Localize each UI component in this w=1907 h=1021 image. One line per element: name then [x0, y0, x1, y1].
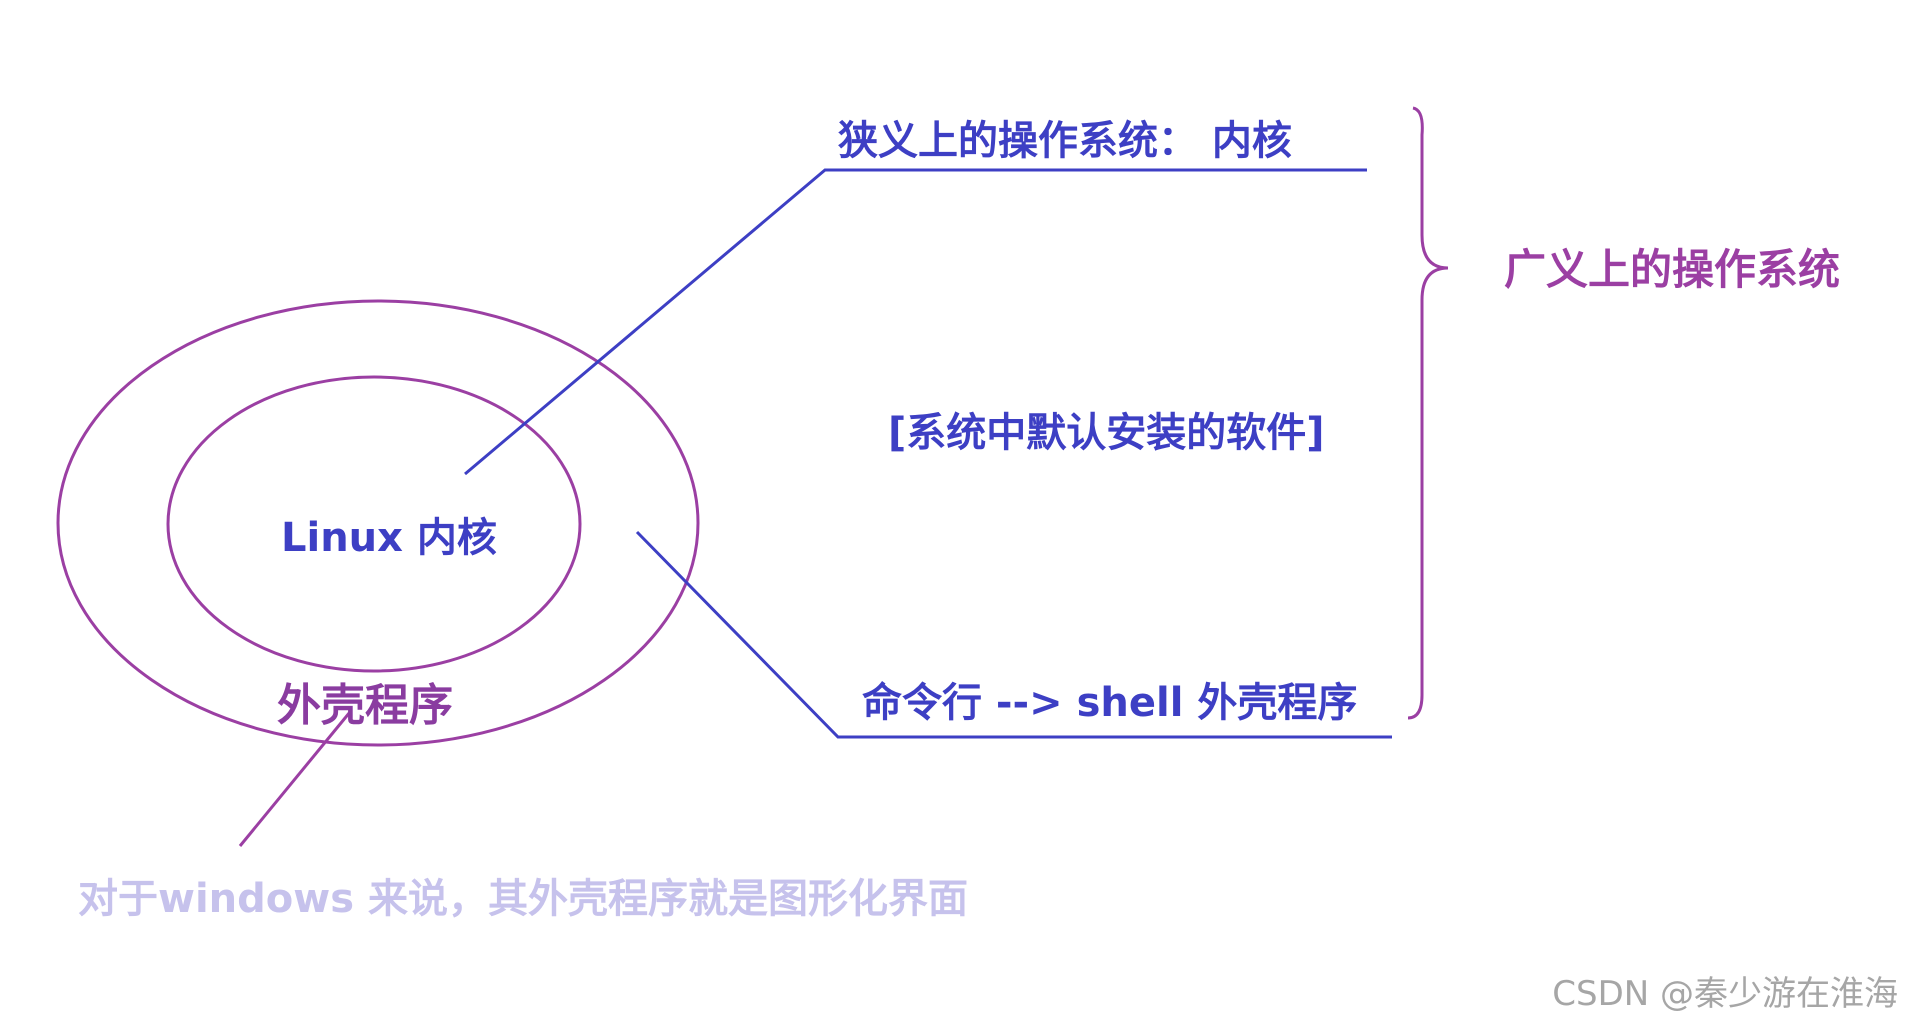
- kernel-label: Linux 内核: [281, 515, 497, 561]
- shell-layer-label: 外壳程序: [277, 680, 453, 731]
- shell-leader-line: [635, 530, 1392, 739]
- broad-os-label: 广义上的操作系统: [1504, 245, 1840, 294]
- watermark: CSDN @秦少游在淮海: [1552, 974, 1898, 1014]
- windows-note-label: 对于windows 来说，其外壳程序就是图形化界面: [78, 876, 968, 922]
- inner-kernel-ellipse: [166, 375, 582, 673]
- kernel-leader-line: [464, 168, 1367, 476]
- command-line-label: 命令行 --> shell 外壳程序: [862, 680, 1357, 726]
- default-software-label: [系统中默认安装的软件]: [888, 410, 1325, 456]
- outer-shell-ellipse: [56, 299, 700, 747]
- narrow-os-label: 狭义上的操作系统： 内核: [838, 118, 1292, 164]
- broad-os-brace: [1407, 106, 1449, 720]
- windows-leader-line: [238, 711, 352, 847]
